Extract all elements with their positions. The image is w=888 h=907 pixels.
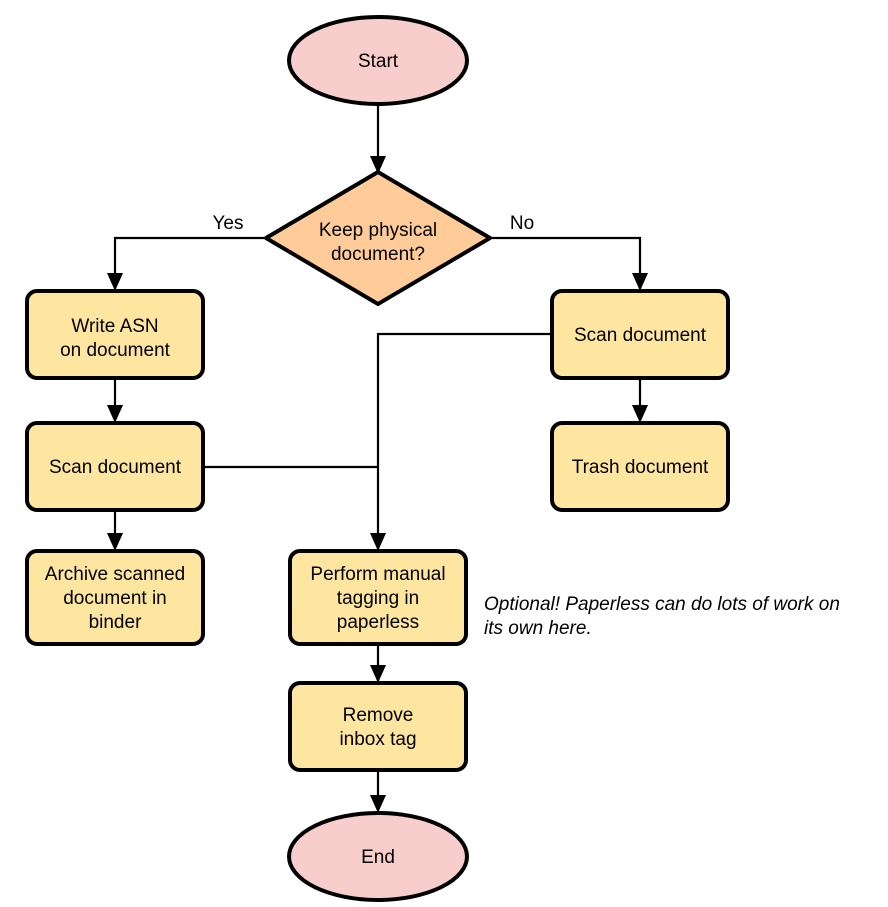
annotation-optional-note-line2: its own here. (484, 618, 592, 639)
node-trash-document-label: Trash document (572, 457, 709, 478)
node-scan-document-left[interactable]: Scan document (25, 421, 205, 512)
node-write-asn[interactable]: Write ASN on document (25, 289, 205, 380)
edge-label-yes: Yes (213, 213, 244, 234)
node-start[interactable]: Start (287, 15, 469, 106)
edge-write-asn-to-scan-left (107, 378, 123, 423)
node-remove-inbox-tag[interactable]: Remove inbox tag (288, 681, 468, 772)
node-tagging-label-line1: Perform manual (310, 564, 445, 585)
node-decision-label-line1: Keep physical (319, 220, 437, 241)
node-write-asn-label-line2: on document (60, 340, 171, 361)
node-decision-keep-physical-document[interactable]: Keep physical document? (264, 170, 492, 306)
node-start-label: Start (358, 51, 399, 72)
node-tagging-label-line3: paperless (337, 612, 419, 633)
node-archive-label-line1: Archive scanned (45, 564, 185, 585)
node-scan-document-right-label: Scan document (574, 325, 707, 346)
edge-scan-left-to-archive (107, 510, 123, 551)
edge-scan-right-to-trash (632, 378, 648, 423)
node-write-asn-label-line1: Write ASN (71, 316, 158, 337)
edge-decision-yes-to-write-asn (107, 236, 264, 291)
node-archive-label-line3: binder (89, 612, 142, 633)
edge-start-to-decision (370, 104, 386, 174)
node-remove-inbox-label-line1: Remove (343, 705, 414, 726)
node-perform-manual-tagging[interactable]: Perform manual tagging in paperless (288, 549, 468, 646)
edge-remove-inbox-to-end (370, 770, 386, 813)
edge-tagging-to-remove-inbox (370, 644, 386, 683)
edge-decision-no-to-scan-right (491, 236, 648, 291)
node-tagging-label-line2: tagging in (337, 588, 419, 609)
edge-label-no: No (510, 213, 534, 234)
edge-scan-right-to-tagging (370, 332, 552, 551)
node-scan-document-left-label: Scan document (49, 457, 182, 478)
node-end[interactable]: End (287, 811, 469, 902)
node-remove-inbox-label-line2: inbox tag (339, 729, 416, 750)
annotation-optional-note-line1: Optional! Paperless can do lots of work … (484, 594, 840, 615)
annotation-optional-note: Optional! Paperless can do lots of work … (484, 594, 840, 639)
node-scan-document-right[interactable]: Scan document (550, 289, 730, 380)
node-archive-label-line2: document in (63, 588, 167, 609)
node-archive-scanned-document[interactable]: Archive scanned document in binder (25, 549, 205, 646)
node-trash-document[interactable]: Trash document (550, 421, 730, 512)
node-end-label: End (361, 847, 395, 868)
node-decision-label-line2: document? (331, 244, 425, 265)
